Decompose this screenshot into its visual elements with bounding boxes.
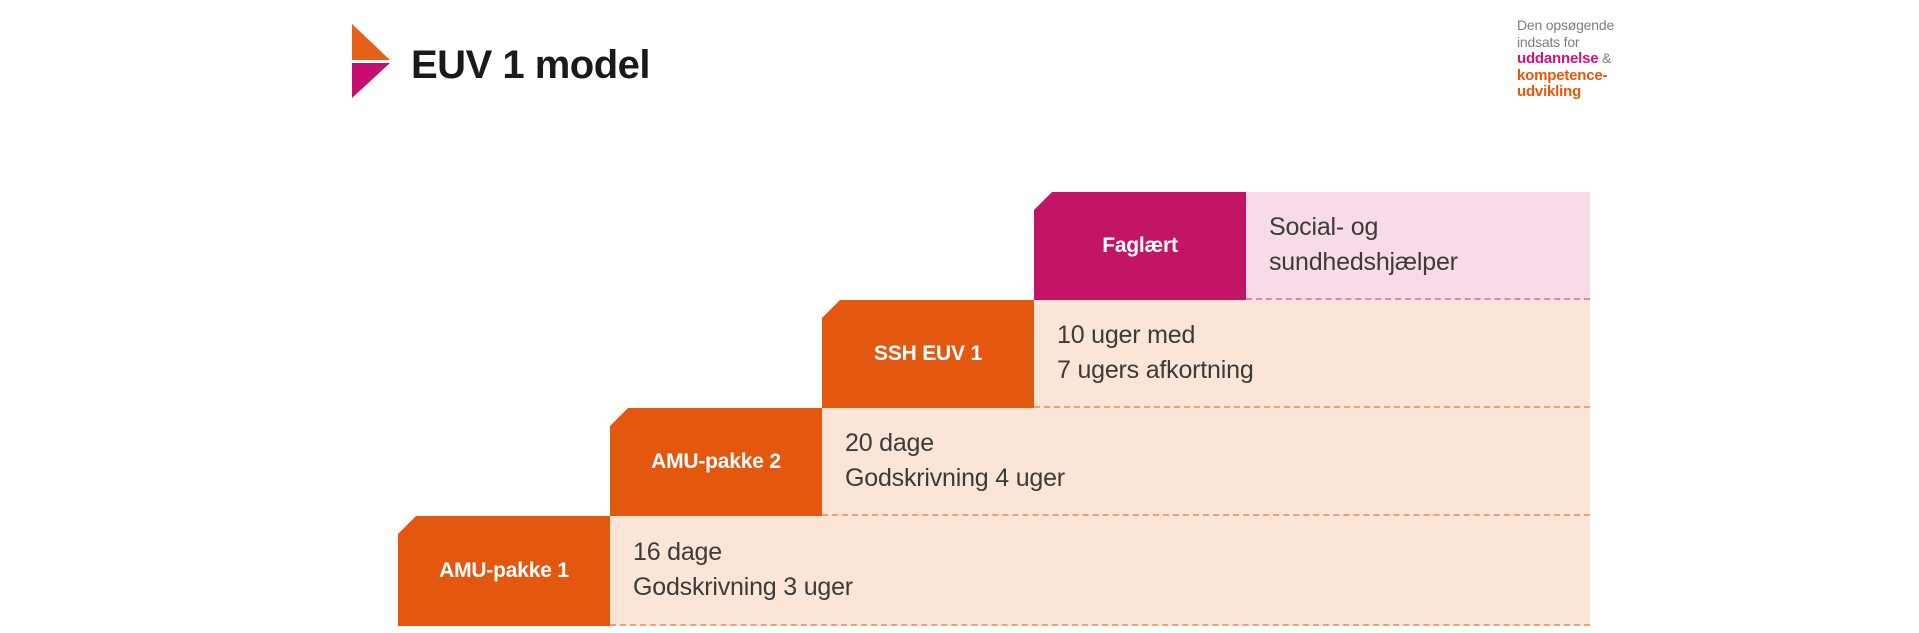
logo-ampersand: & [1598, 50, 1612, 66]
logo-line-2: indsats for [1517, 33, 1580, 50]
logo-line-1: Den opsøgende [1517, 17, 1615, 33]
step-description: 20 dage Godskrivning 4 uger [822, 408, 1590, 516]
page-title: EUV 1 model [411, 43, 651, 87]
step-ssh-euv-1: SSH EUV 1 10 uger med 7 ugers afkortning [822, 300, 1590, 408]
step-description-line: Godskrivning 3 uger [633, 573, 853, 601]
step-amu-pakke-2: AMU-pakke 2 20 dage Godskrivning 4 uger [610, 408, 1590, 516]
org-logo: Den opsøgende indsats for uddannelse & k… [1517, 17, 1677, 101]
brand-arrow-icon [352, 24, 390, 98]
euv1-staircase-diagram: Faglært Social- og sundhedshjælper SSH E… [398, 192, 1590, 626]
step-description-line: sundhedshjælper [1269, 248, 1458, 276]
step-description: Social- og sundhedshjælper [1246, 192, 1590, 300]
step-description-line: Godskrivning 4 uger [845, 464, 1065, 492]
step-description: 16 dage Godskrivning 3 uger [610, 516, 1590, 626]
step-label: AMU-pakke 1 [398, 516, 610, 626]
step-description-line: 7 ugers afkortning [1057, 356, 1254, 384]
logo-word-uddannelse: uddannelse [1517, 50, 1599, 67]
step-description-line: 20 dage [845, 429, 934, 457]
logo-line-4: kompetence- [1517, 66, 1608, 84]
step-description: 10 uger med 7 ugers afkortning [1034, 300, 1590, 408]
step-amu-pakke-1: AMU-pakke 1 16 dage Godskrivning 3 uger [398, 516, 1590, 626]
logo-line-5: udvikling [1517, 83, 1582, 100]
step-label: SSH EUV 1 [822, 300, 1034, 408]
step-label: AMU-pakke 2 [610, 408, 822, 516]
step-description-line: 10 uger med [1057, 321, 1196, 349]
step-description-line: 16 dage [633, 538, 722, 566]
step-description-line: Social- og [1269, 213, 1379, 241]
step-faglaert: Faglært Social- og sundhedshjælper [1034, 192, 1590, 300]
step-label: Faglært [1034, 192, 1246, 300]
logo-line-3: uddannelse & [1517, 50, 1677, 68]
